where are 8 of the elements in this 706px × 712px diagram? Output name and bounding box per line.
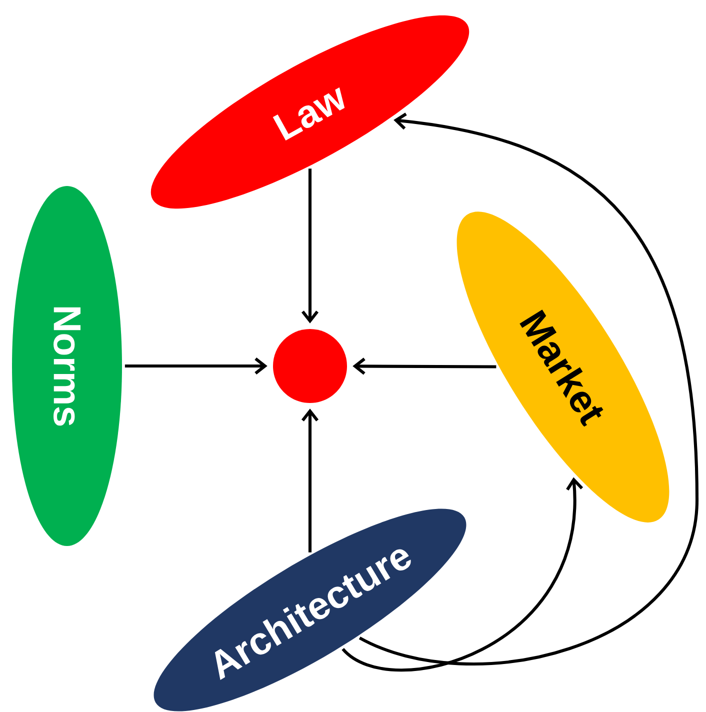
arrow	[124, 357, 268, 375]
arrow	[342, 477, 584, 672]
ellipse-node: Norms	[12, 186, 122, 546]
arrow	[352, 358, 496, 375]
arrow	[359, 112, 699, 666]
arrow	[301, 408, 319, 552]
circle-node	[273, 329, 347, 403]
arrow	[301, 168, 319, 324]
